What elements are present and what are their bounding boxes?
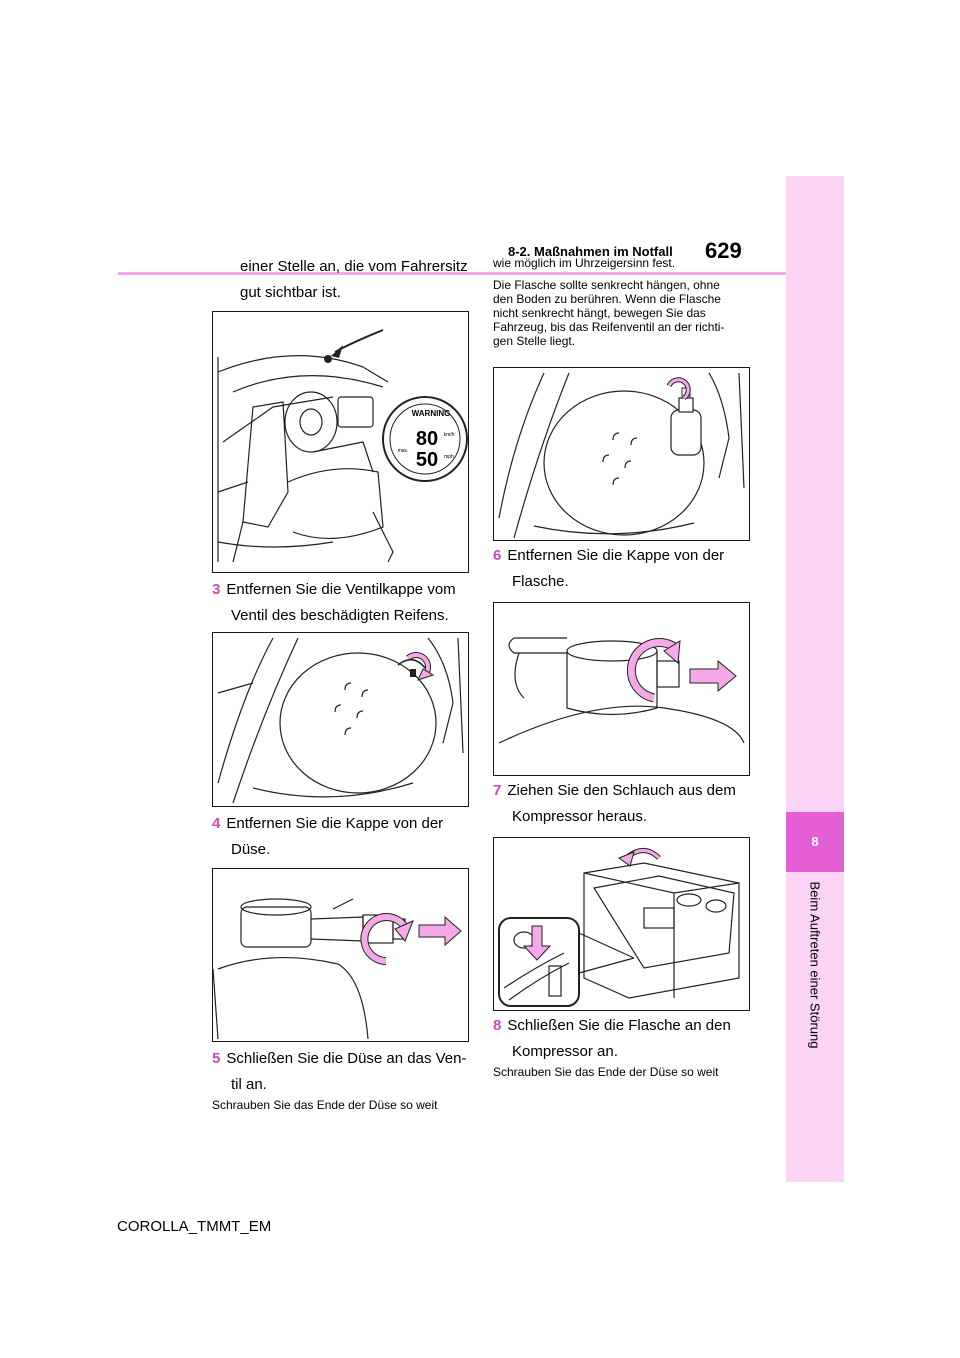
intro-line-2: gut sichtbar ist. [240, 284, 341, 301]
figure-nozzle-cap-removal [212, 868, 469, 1042]
figure-interior-warning-label: WARNING 80 50 max. km/h mph [212, 311, 469, 573]
svg-text:80: 80 [416, 428, 438, 450]
right-note: Schrauben Sie das Ende der Düse so weit [493, 1065, 719, 1079]
step-8-line-2: Kompressor an. [512, 1043, 618, 1060]
svg-text:mph: mph [444, 454, 454, 460]
svg-text:WARNING: WARNING [412, 409, 451, 418]
figure-valve-cap-removal [212, 632, 469, 807]
bottle-note-line-5: gen Stelle liegt. [493, 334, 576, 348]
step-3-line-2: Ventil des beschädigten Reifens. [231, 607, 449, 624]
figure-bottle-on-valve [493, 367, 750, 541]
intro-line-1: einer Stelle an, die vom Fahrersitz [240, 258, 468, 275]
chapter-side-tab [786, 176, 844, 1182]
document-id: COROLLA_TMMT_EM [117, 1218, 272, 1235]
warning-sticker-icon: WARNING 80 50 max. km/h mph [382, 396, 468, 482]
bottle-note-line-4: Fahrzeug, bis das Reifenventil an der ri… [493, 320, 725, 334]
svg-text:km/h: km/h [444, 432, 455, 438]
figure-bottle-cap-removal [493, 602, 750, 776]
svg-text:max.: max. [398, 448, 409, 454]
svg-text:50: 50 [416, 449, 438, 471]
section-title: 8-2. Maßnahmen im Notfall [508, 244, 673, 259]
figure-compressor-hose [493, 837, 750, 1011]
bottle-note-line-2: den Boden zu berühren. Wenn die Flasche [493, 292, 721, 306]
step-5-line-2: til an. [231, 1076, 267, 1093]
bottle-note-line-3: nicht senkrecht hängt, bewegen Sie das [493, 306, 706, 320]
bottle-note-line-1: Die Flasche sollte senkrecht hängen, ohn… [493, 278, 720, 292]
step-6-line-2: Flasche. [512, 573, 569, 590]
chapter-number-box [786, 812, 844, 872]
continued-line: wie möglich im Uhrzeigersinn fest. [493, 256, 676, 270]
chapter-number: 8 [811, 834, 819, 849]
page-number: 629 [705, 238, 742, 263]
step-7-line-2: Kompressor heraus. [512, 808, 648, 825]
left-note: Schrauben Sie das Ende der Düse so weit [212, 1098, 438, 1112]
step-4-line-2: Düse. [231, 841, 271, 858]
header-rule [118, 272, 786, 275]
